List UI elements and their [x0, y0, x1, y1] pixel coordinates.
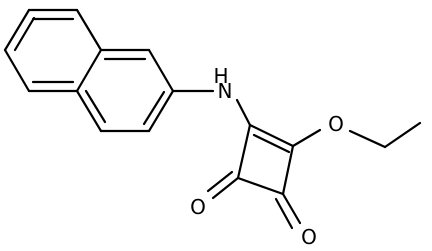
- carbonyl-left: [206, 170, 240, 200]
- amine-nitrogen-label: N: [218, 79, 233, 103]
- cyclobutenedione-ring: [236, 123, 295, 196]
- bond: [75, 48, 103, 93]
- bond: [3, 8, 31, 52]
- bond-nitrogen-ring: [235, 98, 252, 127]
- bond: [236, 176, 285, 196]
- bond: [248, 123, 295, 148]
- bond: [236, 123, 252, 180]
- ketone-oxygen-right-label: O: [301, 225, 317, 249]
- bond: [281, 192, 302, 225]
- bond: [274, 197, 294, 230]
- ether-oxygen-label: O: [328, 112, 344, 136]
- bond: [252, 133, 291, 154]
- bond: [75, 89, 103, 133]
- bond: [84, 89, 107, 124]
- bond: [281, 144, 295, 196]
- ketone-oxygen-left-label: O: [190, 195, 206, 219]
- bond: [75, 8, 103, 52]
- bond: [147, 48, 175, 93]
- bond: [147, 89, 175, 133]
- bond: [206, 170, 234, 193]
- bond-ring-ether-oxygen: [291, 128, 322, 148]
- bond: [211, 176, 240, 200]
- bond: [3, 48, 31, 93]
- naphthalene-left-ring: [3, 8, 103, 93]
- amine-hydrogen-label: H: [213, 64, 228, 88]
- bond-ether-ethyl: [348, 129, 387, 149]
- naphthalene-right-ring: [75, 48, 175, 133]
- bond: [13, 16, 36, 52]
- bond: [142, 90, 166, 126]
- carbonyl-right: [274, 192, 302, 230]
- bond-ethyl: [383, 121, 422, 149]
